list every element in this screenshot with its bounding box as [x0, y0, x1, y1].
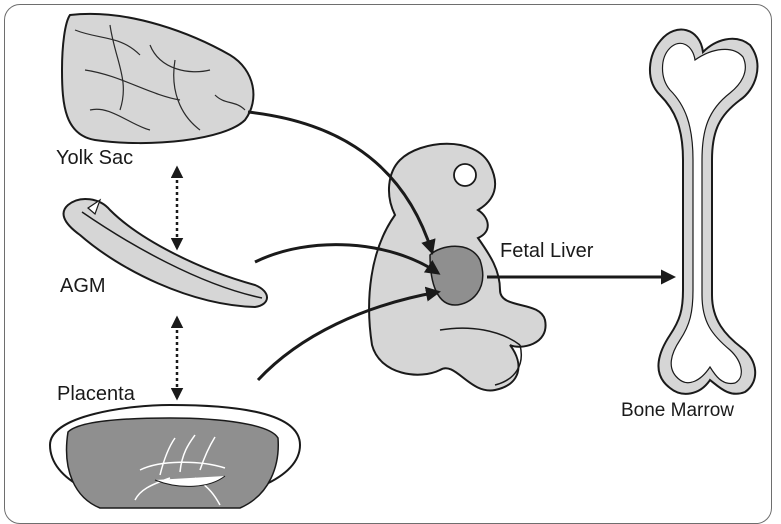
- fetal-liver-label: Fetal Liver: [500, 240, 593, 263]
- bone-shape: [650, 30, 757, 394]
- yolk-sac-shape: [62, 14, 253, 143]
- bone-marrow-label: Bone Marrow: [621, 400, 734, 422]
- yolk-sac-label: Yolk Sac: [56, 147, 133, 170]
- agm-label: AGM: [60, 275, 106, 298]
- placenta-shape: [50, 405, 300, 508]
- placenta-label: Placenta: [57, 383, 135, 406]
